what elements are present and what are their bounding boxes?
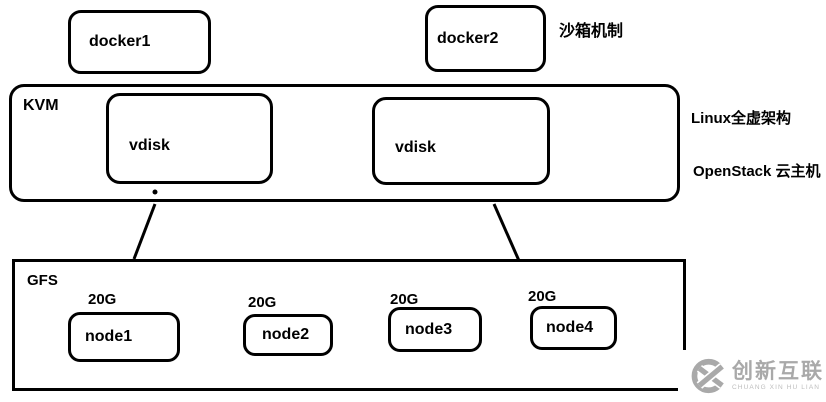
cxhl-logo-icon <box>691 358 725 394</box>
kvm-label: KVM <box>23 97 59 114</box>
vdisk2-box: vdisk <box>372 97 550 185</box>
node2-box: node2 <box>243 314 333 356</box>
linux-full-virtualization-annotation: Linux全虚架构 <box>691 110 791 127</box>
vdisk2-label: vdisk <box>395 139 436 156</box>
node2-size-label: 20G <box>248 294 277 311</box>
node1-size-label: 20G <box>88 291 117 308</box>
connector-line-right <box>492 203 522 264</box>
vdisk1-box: vdisk <box>106 93 273 184</box>
sandbox-mechanism-annotation: 沙箱机制 <box>559 23 624 40</box>
docker1-label: docker1 <box>89 33 151 50</box>
node1-box: node1 <box>68 312 180 362</box>
vdisk1-label: vdisk <box>129 136 170 154</box>
node4-size-label: 20G <box>528 288 557 305</box>
node1-label: node1 <box>85 328 133 345</box>
watermark-subtitle-text: CHUANG XIN HU LIAN <box>732 383 821 391</box>
docker2-label: docker2 <box>437 29 499 47</box>
node3-box: node3 <box>388 307 482 352</box>
node3-size-label: 20G <box>390 291 419 308</box>
node2-label: node2 <box>262 326 310 343</box>
gfs-label: GFS <box>27 272 58 289</box>
docker2-node-box: docker2 <box>425 5 546 72</box>
node4-box: node4 <box>530 306 617 350</box>
chuangxin-hulian-watermark: 创新互联 CHUANG XIN HU LIAN <box>678 350 826 402</box>
node4-label: node4 <box>546 319 594 336</box>
openstack-cloud-host-annotation: OpenStack 云主机 <box>693 163 821 180</box>
node3-label: node3 <box>405 320 453 338</box>
watermark-brand-text: 创新互联 <box>732 359 824 383</box>
docker1-node-box: docker1 <box>68 10 211 74</box>
connector-line-left <box>132 203 157 260</box>
